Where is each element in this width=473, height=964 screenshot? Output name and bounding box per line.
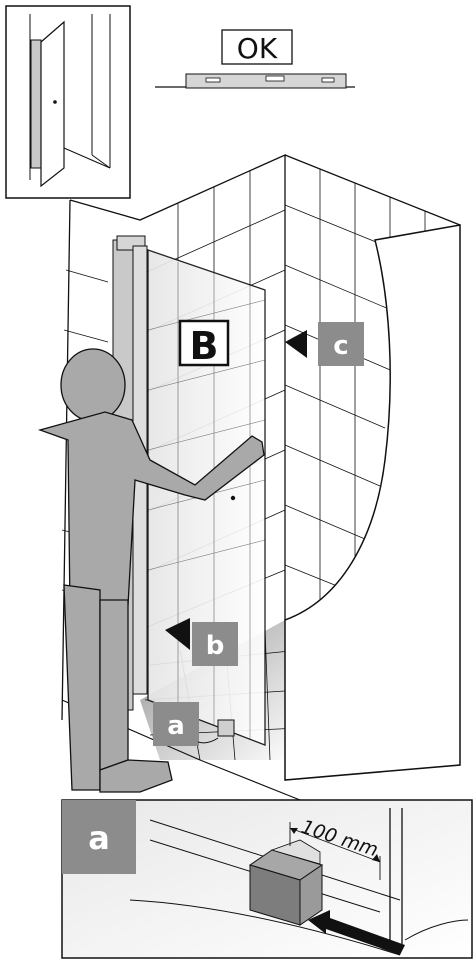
glass-hole-icon — [231, 496, 235, 500]
step-marker-c: c — [285, 322, 364, 366]
inset-hinge-view — [6, 6, 130, 198]
bottom-stopper — [218, 720, 234, 736]
detail-view-a: 100 mm a — [62, 800, 472, 958]
detail-label-a: a — [88, 819, 110, 857]
step-label-b: b — [206, 631, 225, 661]
step-label-a: a — [167, 711, 185, 741]
ok-level-check: OK — [155, 30, 355, 88]
step-label-c: c — [333, 331, 348, 361]
panel-label-b: B — [190, 324, 219, 368]
ok-label: OK — [237, 32, 278, 65]
